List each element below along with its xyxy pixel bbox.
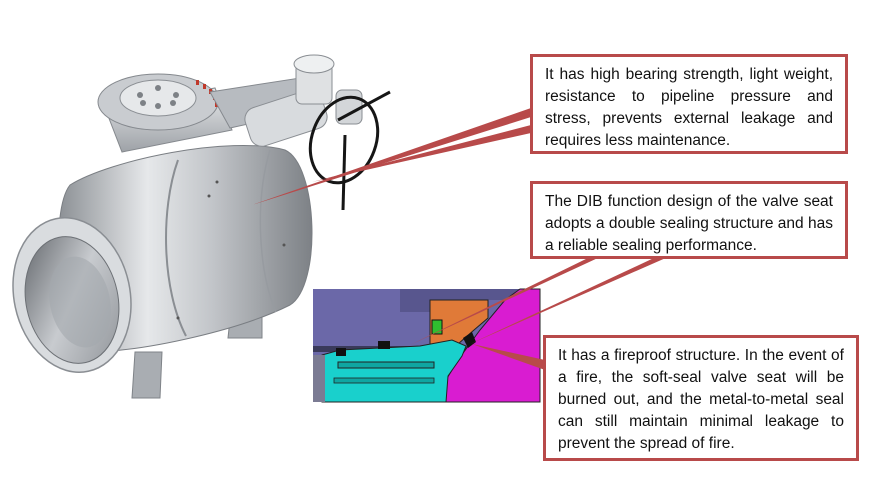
callout-fireproof-text: It has a fireproof structure. In the eve… <box>558 347 844 452</box>
leader-line-dib <box>410 257 600 345</box>
handwheel-spoke <box>337 90 391 122</box>
valve-leg-left <box>131 351 163 399</box>
cover-bolt <box>170 100 176 106</box>
section-metal-seal <box>463 332 476 348</box>
valve-body-seam-2 <box>259 149 277 313</box>
cover-bolt <box>140 100 146 106</box>
leader-line-fireproof <box>472 344 545 370</box>
handwheel-spoke <box>341 134 347 211</box>
section-o-ring <box>378 341 390 349</box>
callout-fireproof: It has a fireproof structure. In the eve… <box>543 335 859 461</box>
gearbox-cover <box>119 79 197 117</box>
cover-bolt <box>155 103 161 109</box>
section-soft-seal <box>431 319 443 335</box>
section-seat-groove <box>337 361 435 369</box>
valve-bore-inner <box>49 256 111 348</box>
section-end-block <box>313 355 325 402</box>
cover-bolt <box>155 85 161 91</box>
handwheel-cap <box>293 54 335 74</box>
cover-bolt <box>173 92 179 98</box>
callout-dib-seat: The DIB function design of the valve sea… <box>530 181 848 259</box>
seat-cross-section <box>313 288 541 403</box>
leader-line-bearing-2 <box>312 125 531 182</box>
leader-line-dib-2 <box>470 257 668 344</box>
callout-bearing-strength: It has high bearing strength, light weig… <box>530 54 848 154</box>
leader-lines <box>252 108 668 370</box>
callout-bearing-strength-text: It has high bearing strength, light weig… <box>545 66 833 149</box>
body-hole <box>176 316 180 320</box>
handwheel-ring <box>308 95 380 185</box>
ball-valve-illustration <box>12 54 391 399</box>
body-hole <box>282 243 286 247</box>
callout-dib-seat-text: The DIB function design of the valve sea… <box>545 193 833 254</box>
cover-bolt <box>137 92 143 98</box>
body-hole <box>207 194 211 198</box>
section-seat-groove <box>333 377 435 384</box>
section-spring <box>336 348 346 356</box>
leader-line-bearing <box>252 108 531 205</box>
body-hole <box>215 180 219 184</box>
